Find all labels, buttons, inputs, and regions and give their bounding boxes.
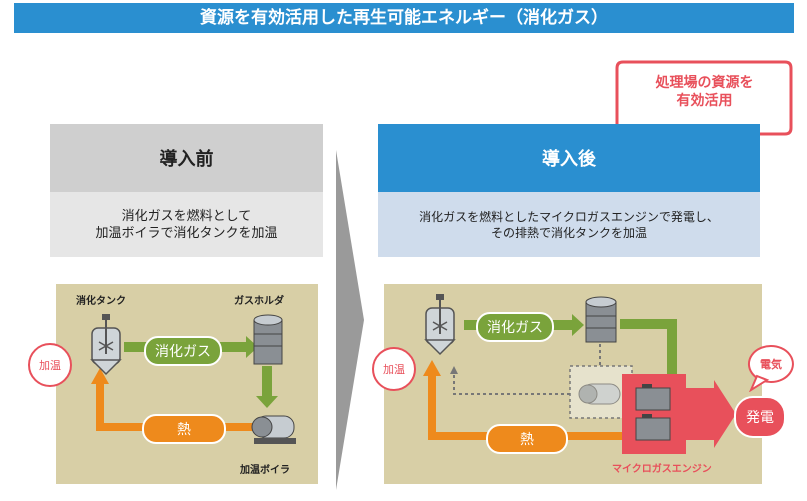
before-tank-icon [90,314,122,376]
callout-text: 処理場の資源を 有効活用 [617,74,792,110]
after-holder-icon [585,296,617,343]
before-boiler-icon [251,415,296,444]
before-holder-label: ガスホルダ [234,296,284,307]
after-warm-badge: 加温 [372,347,416,391]
electric-label: 電気 [760,358,782,371]
before-heat-arrowhead [91,368,109,384]
after-engine-label: マイクロガスエンジン [612,464,712,475]
before-holder-icon [253,314,283,365]
before-warm-badge: 加温 [28,343,72,387]
after-tank-icon [424,294,456,356]
before-desc-line2: 加温ボイラで消化タンクを加温 [95,225,278,241]
page-title: 資源を有効活用した再生可能エネルギー（消化ガス） [14,3,794,33]
after-header: 導入後 [378,124,760,192]
after-gas-pill: 消化ガス [476,312,554,342]
after-engine-block [622,374,686,454]
before-flow-diagram [90,314,296,444]
before-gas-down-arrow [256,366,278,408]
after-power-arrow [686,380,736,448]
transition-arrow [336,150,364,490]
after-old-boiler-icon [578,383,621,405]
electric-bubble [747,345,794,392]
after-description: 消化ガスを燃料としたマイクロガスエンジンで発電し、 その排熱で消化タンクを加温 [378,192,760,257]
after-flow-diagram [423,294,736,454]
after-heat-pill: 熱 [486,424,568,454]
after-heat-arrowhead [423,360,441,376]
before-heat-pill: 熱 [142,414,226,444]
before-gas-pill: 消化ガス [144,336,222,366]
before-description: 消化ガスを燃料として 加温ボイラで消化タンクを加温 [50,192,323,257]
callout-line1: 処理場の資源を [655,75,754,91]
before-tank-label: 消化タンク [76,296,126,307]
after-engine-icon [635,384,671,441]
after-desc-line1: 消化ガスを燃料としたマイクロガスエンジンで発電し、 [419,209,719,224]
before-header: 導入前 [50,124,323,192]
before-boiler-label: 加温ボイラ [240,465,290,476]
after-desc-line2: その排熱で消化タンクを加温 [490,225,647,240]
after-gas-line [620,319,677,376]
before-desc-line1: 消化ガスを燃料として [121,208,252,224]
after-power-badge: 発電 [734,396,786,438]
callout-line2: 有効活用 [676,93,733,109]
